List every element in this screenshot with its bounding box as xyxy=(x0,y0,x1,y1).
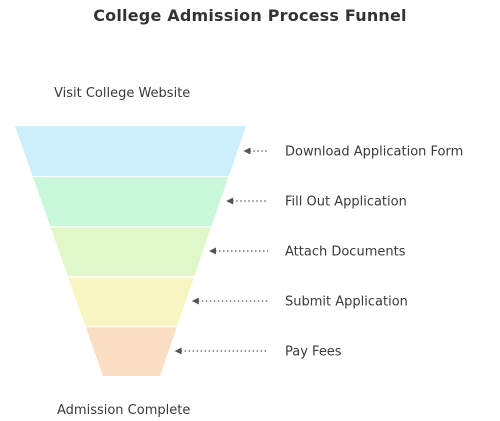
funnel-layer-5 xyxy=(85,327,177,376)
arrow-head-2 xyxy=(226,197,234,205)
top-label: Visit College Website xyxy=(54,86,191,101)
funnel-layer-1 xyxy=(15,126,246,176)
stage-label-4: Submit Application xyxy=(285,295,408,310)
arrow-head-1 xyxy=(243,147,251,155)
stage-label-3: Attach Documents xyxy=(285,245,406,260)
arrow-head-3 xyxy=(209,247,216,255)
bottom-label: Admission Complete xyxy=(57,403,191,418)
funnel-layer-4 xyxy=(68,277,194,326)
stage-label-2: Fill Out Application xyxy=(285,195,407,210)
funnel-layer-2 xyxy=(33,177,229,226)
diagram-title: College Admission Process Funnel xyxy=(93,6,407,25)
funnel-layer-3 xyxy=(50,227,212,276)
arrow-head-5 xyxy=(174,347,182,355)
stage-label-5: Pay Fees xyxy=(285,345,342,360)
stage-label-1: Download Application Form xyxy=(285,145,463,160)
arrow-head-4 xyxy=(191,297,199,305)
